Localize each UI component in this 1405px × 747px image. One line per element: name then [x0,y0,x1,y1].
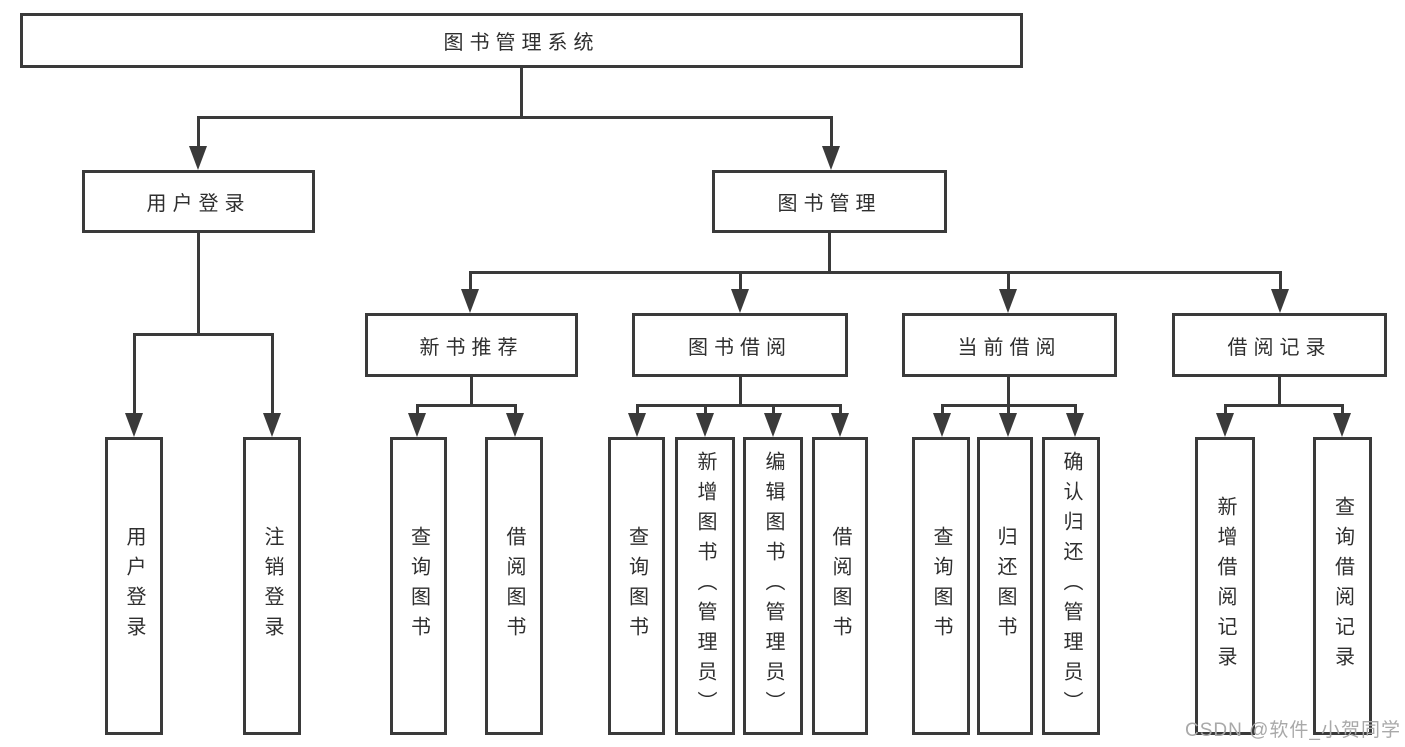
connector-line [636,404,639,417]
arrow-down-icon [999,289,1017,313]
arrow-down-icon [696,413,714,437]
node-book-borrow: 图书借阅 [632,313,848,377]
leaf-add-book-admin: 新增图书（管理员） [675,437,735,735]
arrow-down-icon [831,413,849,437]
connector-line [469,271,472,293]
connector-line [1007,377,1010,406]
connector-line [828,233,831,274]
connector-line [636,404,842,407]
connector-line [1074,404,1077,417]
connector-line [1279,271,1282,293]
arrow-down-icon [999,413,1017,437]
node-new-book-recommend: 新书推荐 [365,313,578,377]
connector-line [830,116,833,150]
node-book-management: 图书管理 [712,170,947,233]
leaf-query-books-borrow: 查询图书 [608,437,665,735]
arrow-down-icon [933,413,951,437]
connector-line [739,377,742,406]
connector-line [469,271,1282,274]
leaf-borrow-books-recommend: 借阅图书 [485,437,543,735]
connector-line [197,116,200,150]
node-root: 图书管理系统 [20,13,1023,68]
leaf-query-borrow-record: 查询借阅记录 [1313,437,1372,735]
arrow-down-icon [822,146,840,170]
connector-line [133,333,274,336]
connector-line [1224,404,1344,407]
arrow-down-icon [628,413,646,437]
arrow-down-icon [731,289,749,313]
connector-line [704,404,707,417]
node-current-borrow: 当前借阅 [902,313,1117,377]
connector-line [416,404,419,417]
leaf-return-book: 归还图书 [977,437,1033,735]
arrow-down-icon [1333,413,1351,437]
connector-line [1224,404,1227,417]
arrow-down-icon [189,146,207,170]
connector-line [1278,377,1281,406]
connector-line [1341,404,1344,417]
node-user-login: 用户登录 [82,170,315,233]
leaf-user-login: 用户登录 [105,437,163,735]
arrow-down-icon [1066,413,1084,437]
connector-line [1007,271,1010,293]
leaf-query-books-recommend: 查询图书 [390,437,447,735]
connector-line [520,68,523,118]
connector-line [133,333,136,417]
watermark: CSDN @软件_小贺同学 [1185,720,1401,741]
connector-line [739,271,742,293]
arrow-down-icon [263,413,281,437]
connector-line [941,404,944,417]
arrow-down-icon [125,413,143,437]
leaf-borrow-books: 借阅图书 [812,437,868,735]
connector-line [839,404,842,417]
connector-line [197,116,833,119]
arrow-down-icon [764,413,782,437]
leaf-logout: 注销登录 [243,437,301,735]
arrow-down-icon [461,289,479,313]
arrow-down-icon [1271,289,1289,313]
arrow-down-icon [1216,413,1234,437]
connector-line [197,233,200,336]
connector-line [772,404,775,417]
connector-line [416,404,517,407]
leaf-query-books-current: 查询图书 [912,437,970,735]
arrow-down-icon [408,413,426,437]
node-borrow-records: 借阅记录 [1172,313,1387,377]
connector-line [470,377,473,406]
leaf-edit-book-admin: 编辑图书（管理员） [743,437,803,735]
connector-line [1007,404,1010,417]
connector-line [271,333,274,417]
arrow-down-icon [506,413,524,437]
leaf-confirm-return-admin: 确认归还（管理员） [1042,437,1100,735]
connector-line [514,404,517,417]
leaf-add-borrow-record: 新增借阅记录 [1195,437,1255,735]
